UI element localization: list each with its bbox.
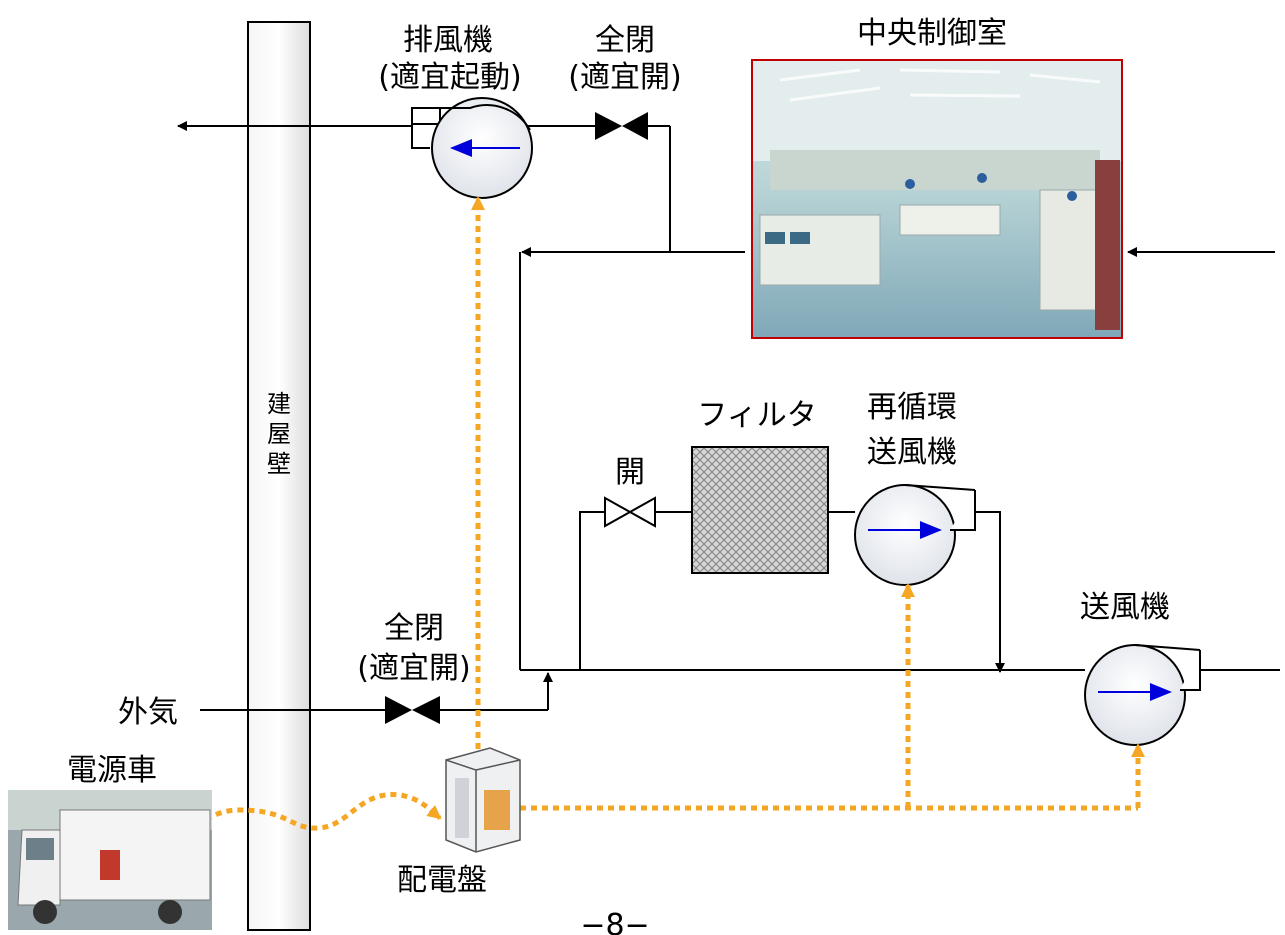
- outside-air-label: 外気: [118, 695, 178, 730]
- exhaust-fan: [411, 97, 533, 199]
- recirc-branch-out: [975, 511, 1001, 670]
- power-vehicle-cable: [146, 792, 442, 873]
- exhaust-fan-label-1: 排風機: [403, 23, 493, 58]
- supply-fan-label: 送風機: [1080, 590, 1170, 625]
- exhaust-valve-closed: [595, 112, 648, 140]
- control-room-photo: [751, 59, 1123, 339]
- recirc-branch-in: [579, 511, 605, 670]
- recirc-fan-label-1: 再循環: [867, 390, 957, 425]
- wall-label-2: 屋: [267, 420, 291, 448]
- filter-label: フィルタ: [697, 398, 816, 433]
- switchboard-icon: [445, 747, 521, 853]
- recirculation-fan: [854, 484, 976, 586]
- control-room-label: 中央制御室: [857, 16, 1007, 51]
- outside-air-valve-closed: [385, 696, 440, 724]
- valve-bottom-label-1: 全閉: [384, 611, 444, 646]
- valve-top-label-2: (適宜開): [568, 60, 681, 95]
- page-number: −8−: [580, 908, 649, 935]
- wall-label-1: 建: [267, 390, 291, 418]
- switchboard-caption: 配電盤: [397, 863, 487, 898]
- filter-unit: [691, 446, 829, 574]
- building-wall: [247, 21, 311, 931]
- power-vehicle-label: 電源車: [67, 753, 157, 788]
- open-valve-label: 開: [615, 455, 645, 490]
- valve-top-label-1: 全閉: [595, 23, 655, 58]
- exhaust-fan-label-2: (適宜起動): [378, 60, 521, 95]
- recirc-valve-open: [604, 496, 656, 528]
- recirc-fan-label-2: 送風機: [867, 435, 957, 470]
- valve-bottom-label-2: (適宜開): [357, 651, 470, 686]
- wall-label-3: 壁: [267, 450, 291, 478]
- supply-fan: [1084, 644, 1201, 746]
- power-vehicle-photo: [8, 790, 212, 930]
